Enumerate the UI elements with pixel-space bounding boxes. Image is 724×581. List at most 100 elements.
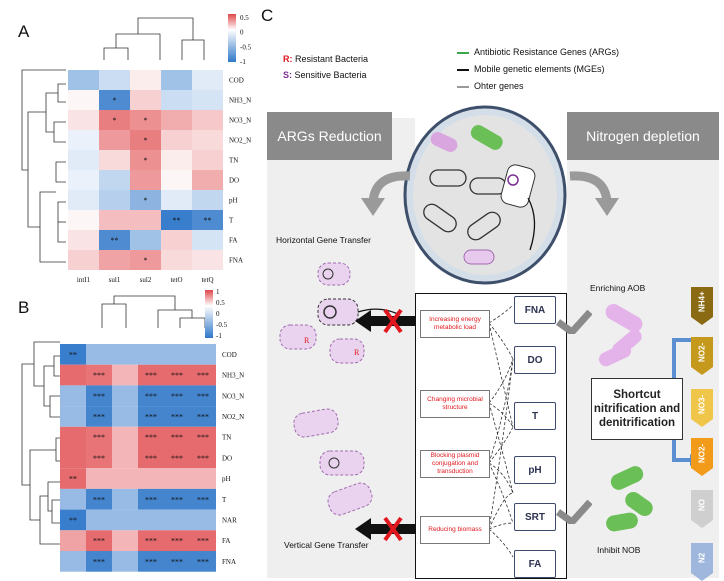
hma-col-label: sul2: [140, 276, 152, 284]
nitrogen-species-label: NH4+: [697, 291, 707, 313]
hmb-cell: [190, 447, 216, 469]
hma-cell: [192, 150, 223, 170]
hmb-cell: [190, 509, 216, 531]
arrow-block-vgt: [355, 516, 425, 542]
hmb-cell: [164, 488, 190, 510]
hmb-cell: [190, 551, 216, 572]
hma-cell: [161, 130, 192, 150]
panel-label-a: A: [18, 22, 30, 41]
hma-cell: [161, 170, 192, 190]
hmb-cell: [138, 385, 164, 407]
hmb-significance-mark: ***: [171, 433, 183, 442]
hmb-row-label: COD: [222, 351, 237, 359]
hma-cell: [161, 230, 192, 250]
legend-sensitive: S: Sensitive Bacteria: [283, 70, 367, 80]
hma-row-label: TN: [229, 157, 238, 165]
hmb-cell: [164, 344, 190, 365]
hma-col-label: tetQ: [201, 276, 213, 284]
hmb-significance-mark: **: [69, 350, 77, 359]
hma-cell: [161, 150, 192, 170]
hma-cell: [68, 70, 99, 90]
hma-cell: [68, 230, 99, 250]
dendrogram-a-left: [21, 69, 66, 263]
hma-cell: [130, 110, 161, 130]
hma-cell: [99, 210, 130, 230]
hma-row-label: NO3_N: [229, 117, 251, 125]
hmb-significance-mark: ***: [197, 454, 209, 463]
hmb-significance-mark: ***: [145, 412, 157, 421]
hmb-cell: [138, 468, 164, 489]
nitrogen-species-arrow: NH4+: [691, 287, 713, 325]
arrow-block-hgt: [355, 308, 425, 334]
hma-cell: [130, 70, 161, 90]
hmb-cell: [112, 426, 138, 448]
hmb-cell: [112, 468, 138, 489]
hmb-scale-label: -1: [216, 332, 222, 340]
shortcut-box: Shortcut nitrification and denitrificati…: [591, 378, 683, 440]
nitrogen-species-arrow: NO: [691, 490, 713, 528]
hmb-cell: [190, 426, 216, 448]
hmb-cell: [138, 447, 164, 469]
hma-cell: [192, 190, 223, 210]
hma-scale-label: -0.5: [240, 43, 252, 51]
hmb-cell: [86, 530, 112, 551]
hma-cell: [130, 130, 161, 150]
mechanism-reducing-biomass: Reducing biomass: [420, 516, 490, 544]
hmb-row-label: DO: [222, 454, 232, 462]
hmb-significance-mark: ***: [93, 557, 105, 566]
nitrogen-species-label: NO: [697, 499, 707, 511]
hmb-cell: [86, 468, 112, 489]
hma-cell: [68, 90, 99, 110]
hmb-significance-mark: ***: [197, 537, 209, 546]
hma-cell: [68, 130, 99, 150]
hmb-cell: [60, 530, 86, 551]
hma-significance-mark: **: [111, 236, 119, 245]
hma-scale-label: 0.5: [240, 14, 249, 22]
nitrogen-species-arrow: NO3-: [691, 389, 713, 427]
hma-cell: [130, 170, 161, 190]
hmb-cell: [112, 488, 138, 510]
hmb-significance-mark: ***: [197, 557, 209, 566]
hma-cell: [99, 110, 130, 130]
hma-significance-mark: **: [204, 216, 212, 225]
hma-cell: [161, 110, 192, 130]
nitrogen-species-arrow: NO2-: [691, 337, 713, 375]
hmb-cell: [164, 447, 190, 469]
hmb-cell: [112, 385, 138, 407]
hma-row-label: NO2_N: [229, 137, 251, 145]
hmb-cell: [190, 385, 216, 407]
hmb-significance-mark: ***: [93, 495, 105, 504]
hmb-significance-mark: ***: [145, 433, 157, 442]
hma-cell: [130, 190, 161, 210]
hmb-row-label: FA: [222, 537, 230, 545]
hmb-cell: [86, 447, 112, 469]
panel-label-b: B: [18, 298, 30, 317]
hma-significance-mark: *: [144, 116, 148, 125]
hmb-significance-mark: ***: [145, 557, 157, 566]
hma-cell: [99, 150, 130, 170]
hma-row-label: COD: [229, 77, 244, 85]
hma-cell: [130, 250, 161, 270]
hmb-cell: [86, 488, 112, 510]
hmb-cell: [190, 344, 216, 365]
hmb-significance-mark: **: [69, 516, 77, 525]
hma-row-label: FA: [229, 237, 237, 245]
hmb-cell: [60, 509, 86, 531]
hmb-cell: [60, 468, 86, 489]
hmb-significance-mark: ***: [93, 454, 105, 463]
hmb-scale-label: 1: [216, 288, 220, 296]
hmb-cell: [138, 509, 164, 531]
hmb-cell: [164, 468, 190, 489]
label-inhibit-nob: Inhibit NOB: [597, 545, 641, 555]
hmb-cell: [86, 344, 112, 365]
hmb-cell: [112, 406, 138, 427]
hmb-row-label: T: [222, 496, 227, 504]
nob-bacteria: [606, 466, 653, 532]
hma-cell: [99, 230, 130, 250]
hma-cell: [68, 190, 99, 210]
hmb-cell: [190, 364, 216, 386]
legend-args: Antibiotic Resistance Genes (ARGs): [474, 47, 620, 57]
hma-cell: [192, 130, 223, 150]
hmb-cell: [164, 406, 190, 427]
hma-col-label: tetO: [170, 276, 182, 284]
